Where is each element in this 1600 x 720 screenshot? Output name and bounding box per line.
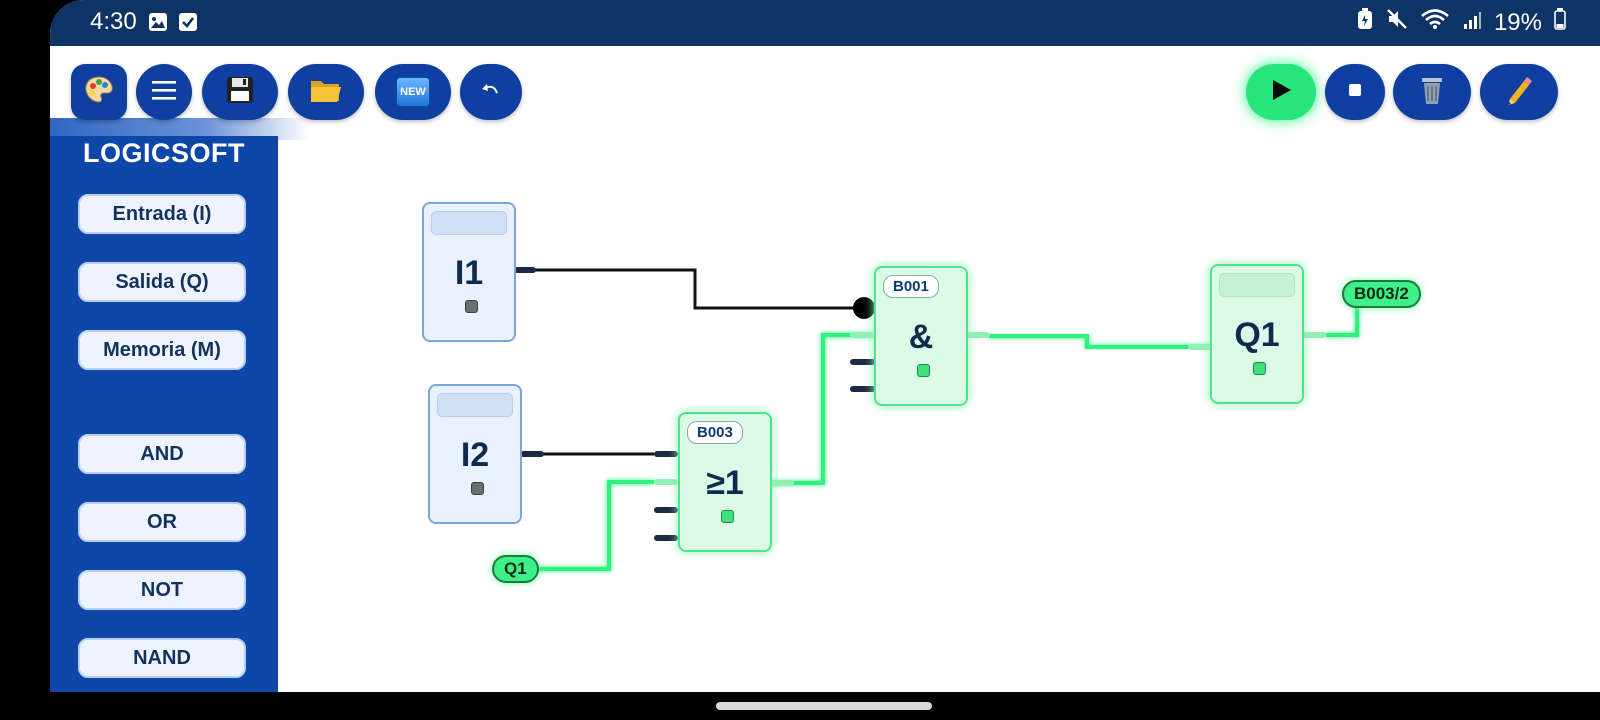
tag-b003-2[interactable]: B003/2 bbox=[1342, 280, 1421, 308]
status-led bbox=[1253, 362, 1266, 375]
palette-button[interactable] bbox=[71, 64, 127, 120]
sidebar-item-memoria[interactable]: Memoria (M) bbox=[78, 330, 246, 370]
status-right: 19% bbox=[1356, 8, 1566, 37]
block-handle[interactable] bbox=[437, 393, 513, 417]
delete-button[interactable] bbox=[1393, 64, 1471, 120]
sidebar-item-nand[interactable]: NAND bbox=[78, 638, 246, 678]
sidebar-item-salida[interactable]: Salida (Q) bbox=[78, 262, 246, 302]
port-b001-in4 bbox=[850, 386, 876, 392]
block-b003-or[interactable]: B003 ≥1 bbox=[678, 412, 772, 552]
status-led bbox=[465, 300, 478, 313]
palette-icon bbox=[83, 74, 115, 111]
brand-title: LOGICSOFT bbox=[83, 138, 245, 168]
status-time: 4:30 bbox=[90, 8, 137, 35]
undo-icon bbox=[480, 81, 502, 104]
block-symbol: Q1 bbox=[1234, 315, 1280, 354]
wire-b003-b001 bbox=[770, 333, 876, 485]
trash-icon bbox=[1418, 74, 1446, 111]
port-b001-in3 bbox=[850, 359, 876, 365]
port-b003-in3 bbox=[654, 507, 678, 513]
new-label: NEW bbox=[400, 86, 426, 98]
block-symbol: ≥1 bbox=[706, 463, 744, 502]
folder-icon bbox=[309, 75, 343, 110]
open-button[interactable] bbox=[288, 64, 364, 120]
port-q1-in bbox=[1188, 344, 1212, 350]
checkbox-icon bbox=[178, 12, 198, 37]
hamburger-icon bbox=[150, 78, 178, 107]
save-button[interactable] bbox=[202, 64, 278, 120]
wire-junction bbox=[853, 297, 875, 319]
block-id-badge: B001 bbox=[883, 275, 939, 298]
sidebar-item-or[interactable]: OR bbox=[78, 502, 246, 542]
port-b001-out bbox=[966, 332, 990, 338]
status-led bbox=[471, 482, 484, 495]
wire-i1-b001 bbox=[516, 268, 864, 310]
status-bar: 4:30 19% bbox=[50, 0, 1600, 46]
port-b003-in2 bbox=[654, 479, 678, 485]
block-q1[interactable]: Q1 bbox=[1210, 264, 1304, 404]
block-symbol: I2 bbox=[460, 435, 490, 474]
port-b003-out bbox=[770, 480, 794, 486]
pencil-icon bbox=[1504, 75, 1534, 110]
block-i2[interactable]: I2 bbox=[428, 384, 522, 524]
battery-saver-icon bbox=[1356, 8, 1374, 37]
wire-b001-q1 bbox=[989, 334, 1212, 349]
block-handle[interactable] bbox=[1219, 273, 1295, 297]
home-indicator[interactable] bbox=[716, 702, 932, 710]
status-led bbox=[917, 364, 930, 377]
wifi-icon bbox=[1420, 8, 1450, 37]
sidebar-item-entrada[interactable]: Entrada (I) bbox=[78, 194, 246, 234]
stop-icon bbox=[1348, 83, 1362, 102]
sidebar-item-and[interactable]: AND bbox=[78, 434, 246, 474]
block-id-badge: B003 bbox=[687, 421, 743, 444]
play-icon bbox=[1268, 77, 1294, 108]
block-symbol: & bbox=[908, 317, 934, 356]
image-icon bbox=[148, 12, 168, 37]
block-symbol: I1 bbox=[454, 253, 484, 292]
edit-button[interactable] bbox=[1480, 64, 1558, 120]
port-b003-in1 bbox=[654, 451, 678, 457]
signal-icon bbox=[1462, 9, 1482, 37]
block-i1[interactable]: I1 bbox=[422, 202, 516, 342]
port-i2-out bbox=[520, 451, 544, 457]
block-handle[interactable] bbox=[431, 211, 507, 235]
block-b001-and[interactable]: B001 & bbox=[874, 266, 968, 406]
port-i1-out bbox=[514, 267, 536, 273]
status-led bbox=[721, 510, 734, 523]
toolbar-shadow bbox=[50, 118, 310, 140]
tag-q1[interactable]: Q1 bbox=[492, 555, 539, 583]
run-button[interactable] bbox=[1246, 64, 1316, 120]
port-b003-in4 bbox=[654, 535, 678, 541]
undo-button[interactable] bbox=[460, 64, 522, 120]
sidebar-item-not[interactable]: NOT bbox=[78, 570, 246, 610]
battery-icon bbox=[1554, 8, 1566, 37]
battery-text: 19% bbox=[1493, 8, 1542, 36]
new-icon: NEW bbox=[396, 77, 430, 107]
wire-q1-tag bbox=[1326, 308, 1359, 337]
wires-layer bbox=[514, 267, 1359, 571]
mute-icon bbox=[1386, 8, 1408, 37]
diagram-canvas[interactable]: I1 I2 B003 ≥1 B001 & Q1 Q1 B003/ bbox=[278, 46, 1600, 692]
app-screen: 4:30 19% LOGICSOFT bbox=[50, 0, 1600, 692]
port-q1-out bbox=[1302, 332, 1326, 338]
stop-button[interactable] bbox=[1325, 64, 1385, 120]
menu-button[interactable] bbox=[136, 64, 192, 120]
wire-q1tag-b003 bbox=[537, 480, 654, 571]
floppy-icon bbox=[225, 75, 255, 110]
port-b001-in2 bbox=[850, 332, 876, 338]
new-button[interactable]: NEW bbox=[375, 64, 451, 120]
